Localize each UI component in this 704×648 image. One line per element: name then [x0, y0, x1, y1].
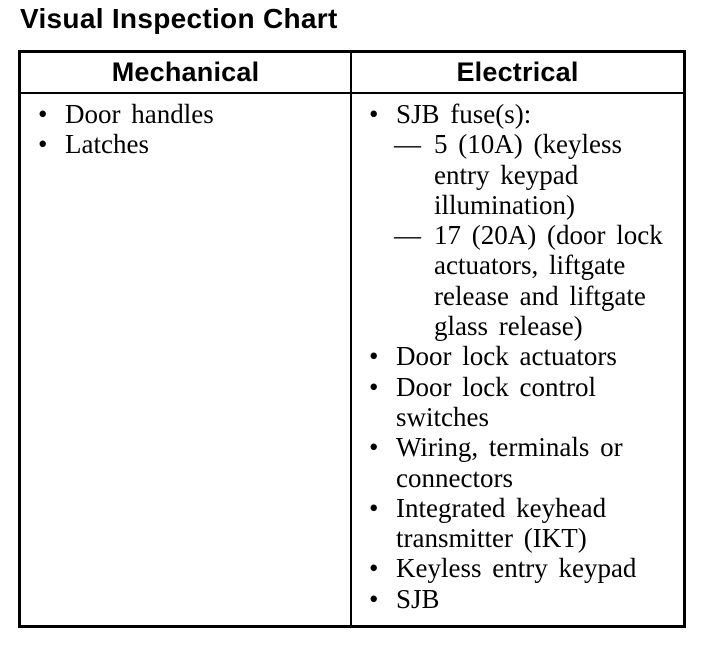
- page-title: Visual Inspection Chart: [20, 3, 338, 34]
- list-item: • Keyless entry keypad: [352, 553, 671, 583]
- electrical-items-cell: • SJB fuse(s): — 5 (10A) (keyless entry …: [352, 94, 683, 625]
- bullet-icon: •: [369, 492, 379, 523]
- dash-icon: —: [394, 129, 421, 160]
- mechanical-column-header: Mechanical: [21, 53, 352, 94]
- list-item-text: Door handles: [65, 99, 214, 129]
- dash-icon: —: [394, 220, 421, 251]
- list-item: • SJB: [352, 584, 671, 614]
- list-item: • Door lock actuators: [352, 341, 671, 371]
- list-item: • Door handles: [21, 99, 338, 129]
- list-item: • Wiring, terminals or connectors: [352, 432, 671, 493]
- bullet-icon: •: [38, 99, 48, 129]
- bullet-icon: •: [369, 432, 379, 463]
- mechanical-items-cell: • Door handles • Latches: [21, 94, 352, 625]
- bullet-icon: •: [369, 371, 379, 402]
- list-item-text: SJB fuse(s):: [396, 99, 532, 129]
- bullet-icon: •: [369, 553, 379, 584]
- list-item-text: Keyless entry keypad: [396, 553, 637, 584]
- list-item: — 17 (20A) (door lock actuators, liftgat…: [352, 220, 671, 341]
- electrical-column-header: Electrical: [352, 53, 683, 94]
- list-item-text: Door lock actuators: [396, 341, 617, 372]
- list-item-text: 17 (20A) (door lock actuators, liftgate …: [434, 220, 663, 342]
- list-item-text: Latches: [65, 129, 149, 160]
- list-item-text: 5 (10A) (keyless entry keypad illuminati…: [434, 129, 622, 220]
- electrical-header-label: Electrical: [456, 57, 579, 87]
- mechanical-header-label: Mechanical: [111, 57, 260, 87]
- list-item: • Integrated keyhead transmitter (IKT): [352, 493, 671, 554]
- list-item: • Latches: [21, 129, 338, 159]
- list-item-text: SJB: [396, 583, 440, 614]
- list-item-text: Integrated keyhead transmitter (IKT): [396, 492, 607, 554]
- bullet-icon: •: [38, 129, 48, 160]
- bullet-icon: •: [369, 99, 379, 129]
- list-item: — 5 (10A) (keyless entry keypad illumina…: [352, 129, 671, 220]
- visual-inspection-table: Mechanical Electrical • Door handles • L…: [18, 50, 686, 628]
- list-item: • Door lock control switches: [352, 372, 671, 433]
- list-item-text: Door lock control switches: [396, 371, 596, 432]
- list-item-text: Wiring, terminals or connectors: [396, 432, 623, 493]
- bullet-icon: •: [369, 583, 379, 614]
- list-item: • SJB fuse(s):: [352, 99, 671, 129]
- bullet-icon: •: [369, 341, 379, 372]
